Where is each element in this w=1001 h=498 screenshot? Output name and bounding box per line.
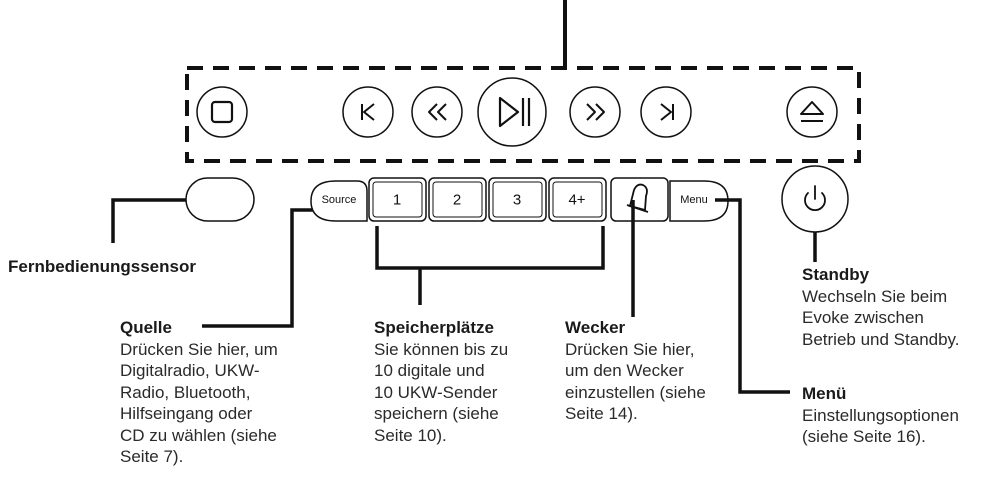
standby-desc-line: Betrieb und Standby.	[802, 329, 960, 349]
power-icon	[804, 185, 826, 212]
presets-desc-line: 10 UKW-Sender	[374, 382, 498, 402]
eject-icon	[800, 101, 824, 122]
stop-button[interactable]	[196, 86, 248, 138]
previous-track-button[interactable]	[342, 86, 394, 138]
standby-button[interactable]	[781, 165, 849, 233]
preset-button-1[interactable]: 1	[368, 177, 427, 222]
source-desc-line: Radio, Bluetooth,	[120, 382, 251, 402]
source-button[interactable]: Source	[310, 180, 368, 222]
preset-button-3-label: 3	[513, 192, 521, 209]
source-desc-line: Drücken Sie hier, um	[120, 339, 278, 359]
next-track-button[interactable]	[640, 86, 692, 138]
standby-desc-line: Evoke zwischen	[802, 308, 924, 327]
alarm-button[interactable]	[610, 177, 669, 222]
preset-button-2-label: 2	[453, 192, 461, 209]
source-desc-line: CD zu wählen (siehe	[120, 425, 277, 445]
fast-forward-button[interactable]	[569, 86, 621, 138]
eject-button[interactable]	[786, 86, 838, 138]
play-pause-button[interactable]	[477, 77, 547, 147]
standby-desc-line: Wechseln Sie beim	[802, 286, 948, 306]
presets-desc-line: 10 digitale und	[374, 361, 485, 380]
cd-controls-frame	[185, 66, 861, 163]
sensor-title: Fernbedienungssensor	[8, 257, 196, 276]
alarm-desc-line: einzustellen (siehe	[565, 382, 706, 402]
menu-desc-line: Einstellungsoptionen	[802, 405, 959, 425]
presets-desc-line: Seite 10).	[374, 425, 447, 445]
standby-title: Standby	[802, 265, 870, 284]
rewind-button[interactable]	[411, 86, 463, 138]
preset-button-4-plus[interactable]: 4+	[548, 177, 607, 222]
presets-bracket	[375, 226, 605, 270]
source-leader	[202, 208, 313, 328]
source-title: Quelle	[120, 318, 172, 337]
menu-leader	[715, 198, 790, 394]
sensor-leader	[111, 198, 186, 243]
fast-forward-icon	[586, 103, 605, 121]
source-desc-line: Digitalradio, UKW-	[120, 361, 260, 380]
menu-title: Menü	[802, 384, 847, 403]
menu-desc-line: (siehe Seite 16).	[802, 427, 926, 446]
preset-button-1-label: 1	[393, 192, 401, 209]
next-track-icon	[660, 103, 674, 121]
presets-desc-line: speichern (siehe	[374, 404, 499, 423]
alarm-callout: Wecker Drücken Sie hier, um den Wecker e…	[565, 317, 706, 425]
source-button-label: Source	[322, 194, 357, 206]
preset-button-4-plus-label: 4+	[568, 192, 585, 209]
remote-sensor	[185, 177, 255, 222]
play-pause-icon	[498, 96, 531, 128]
source-desc-line: Hilfseingang oder	[120, 404, 253, 423]
stop-icon	[210, 100, 234, 124]
presets-desc-line: Sie können bis zu	[374, 339, 509, 359]
source-callout: Quelle Drücken Sie hier, um Digitalradio…	[120, 317, 278, 468]
source-desc-line: Seite 7).	[120, 447, 184, 466]
rewind-icon	[428, 103, 447, 121]
standby-callout: Standby Wechseln Sie beim Evoke zwischen…	[802, 264, 960, 350]
previous-track-icon	[361, 103, 375, 121]
alarm-bell-icon	[626, 183, 649, 213]
menu-callout: Menü Einstellungsoptionen (siehe Seite 1…	[802, 383, 959, 448]
presets-title: Speicherplätze	[374, 318, 494, 337]
presets-callout: Speicherplätze Sie können bis zu 10 digi…	[374, 317, 508, 446]
preset-button-2[interactable]: 2	[428, 177, 487, 222]
preset-button-3[interactable]: 3	[488, 177, 547, 222]
menu-button-label: Menu	[680, 194, 708, 206]
sensor-callout: Fernbedienungssensor	[8, 256, 196, 278]
alarm-title: Wecker	[565, 318, 626, 337]
alarm-desc-line: um den Wecker	[565, 361, 684, 380]
alarm-desc-line: Seite 14).	[565, 404, 638, 423]
alarm-desc-line: Drücken Sie hier,	[565, 339, 695, 359]
